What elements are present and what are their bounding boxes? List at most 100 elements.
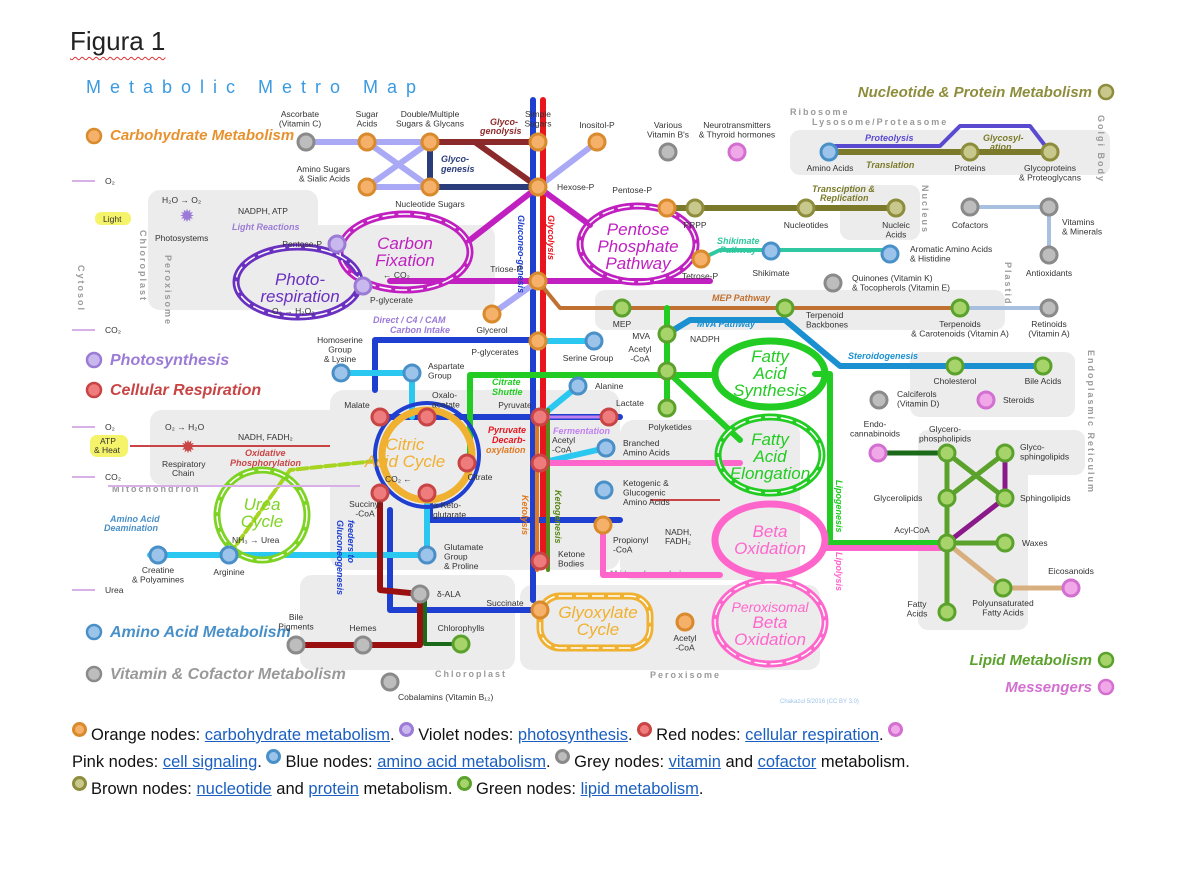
node-label-calciferols-vitamin-d: (Vitamin D) [897,399,940,409]
node-succinate[interactable] [530,600,550,620]
node-calciferols-vitamin-d[interactable] [869,390,889,410]
compartment-peroxisome-2: Peroxisome [650,670,721,680]
node-label-homoserine-group-lysine: & Lysine [324,354,357,364]
node-double-multiple-sugars-glycans[interactable] [420,132,440,152]
link-vitamin[interactable]: vitamin [668,753,721,771]
node-terpenoid-backbones[interactable] [775,298,795,318]
node-ketogenic-glucogenic-amino-acids[interactable] [594,480,614,500]
node-cobalamins-vitamin-b[interactable] [380,672,400,692]
node-retinoids-vitamin-a[interactable] [1039,298,1059,318]
node-creatine-polyamines[interactable] [148,545,168,565]
node-polyketides[interactable] [657,398,677,418]
node-eicosanoids[interactable] [1061,578,1081,598]
node-fatty-acids[interactable] [937,602,957,622]
link-photosynthesis[interactable]: photosynthesis [517,726,628,744]
node-ala[interactable] [410,584,430,604]
node-bile-acids[interactable] [1033,356,1053,376]
node-pyruvate[interactable] [530,407,550,427]
node-label-acetyl-coa: -CoA [552,445,572,455]
fa-elong-label-2: Acid [752,447,787,466]
link-protein[interactable]: protein [308,780,359,798]
link-carbohydrate[interactable]: carbohydrate metabolism [204,726,391,744]
node-acetyl-coa[interactable] [530,453,550,473]
node-simple-sugars[interactable] [528,132,548,152]
node-pentose-p[interactable] [327,234,347,254]
node-steroids[interactable] [976,390,996,410]
node-glycerol[interactable] [482,304,502,324]
node-inositol-p[interactable] [587,132,607,152]
node-various-vitamin-b-s[interactable] [658,142,678,162]
link-lipid[interactable]: lipid metabolism [580,780,699,798]
node-oxalo-acetate[interactable] [417,407,437,427]
node-acetyl-coa[interactable] [657,361,677,381]
node-chlorophylls[interactable] [451,634,471,654]
node-arginine[interactable] [219,545,239,565]
node-glycoproteins-proteoglycans[interactable] [1040,142,1060,162]
node-quinones-vitamin-k-tocopherols-vitamin-e[interactable] [823,273,843,293]
link-amino-acid[interactable]: amino acid metabolism [377,753,546,771]
node-p-glycerate[interactable] [353,276,373,296]
node-terpenoids-carotenoids-vitamin-a[interactable] [950,298,970,318]
node-nucleotide-sugars[interactable] [420,177,440,197]
node-ketone-bodies[interactable] [530,551,550,571]
node-glycerolipids[interactable] [937,488,957,508]
node-cofactors[interactable] [960,197,980,217]
node-sphingolipids[interactable] [995,488,1015,508]
node-neurotransmitters-thyroid-hormones[interactable] [727,142,747,162]
link-cell-signaling[interactable]: cell signaling [162,753,258,771]
node-malate[interactable] [370,407,390,427]
perox-label-3: Oxidation [734,630,806,649]
node-p-glycerates[interactable] [528,331,548,351]
node-aromatic-amino-acids-histidine[interactable] [880,244,900,264]
nadh-fadh2-1: NADH, [665,527,691,537]
node-mva[interactable] [657,324,677,344]
carbon-fixation-label-2: Fixation [375,251,435,270]
node-glyco-sphingolipids[interactable] [995,443,1015,463]
node-glutamate-group-proline[interactable] [417,545,437,565]
node-pentose-p[interactable] [657,198,677,218]
link-nucleotide[interactable]: nucleotide [196,780,272,798]
node-ascorbate-vitamin-c[interactable] [296,132,316,152]
node-amino-acids[interactable] [819,142,839,162]
node-antioxidants[interactable] [1039,245,1059,265]
node-keto-glutarate[interactable] [417,483,437,503]
node-glycero-phospholipids[interactable] [937,443,957,463]
node-amino-sugars-sialic-acids[interactable] [357,177,377,197]
node-serine-group[interactable] [584,331,604,351]
node-nucleotides[interactable] [796,198,816,218]
node-acetyl-coa[interactable] [675,612,695,632]
node-aspartate-group[interactable] [402,363,422,383]
node-citrate[interactable] [457,453,477,473]
node-lactate[interactable] [599,407,619,427]
node-propionyl-coa[interactable] [593,515,613,535]
node-nucleic-acids[interactable] [886,198,906,218]
node-label-double-multiple-sugars-glycans: Sugars & Glycans [396,119,464,129]
node-polyunsaturated-fatty-acids[interactable] [993,578,1013,598]
citrate-shuttle-label-2: Shuttle [492,387,523,397]
node-tetrose-p[interactable] [691,249,711,269]
lipid-legend-icon [1097,651,1115,669]
node-shikimate[interactable] [761,241,781,261]
node-acyl-coa[interactable] [937,533,957,553]
node-hexose-p[interactable] [528,177,548,197]
node-waxes[interactable] [995,533,1015,553]
node-endo-cannabinoids[interactable] [868,443,888,463]
link-respiration[interactable]: cellular respiration [745,726,880,744]
node-mep[interactable] [612,298,632,318]
node-cholesterol[interactable] [945,356,965,376]
resp-chain-1: Respiratory [162,459,206,469]
node-bile-pigments[interactable] [286,635,306,655]
node-vitamins-minerals[interactable] [1039,197,1059,217]
node-hemes[interactable] [353,635,373,655]
link-cofactor[interactable]: cofactor [757,753,817,771]
node-homoserine-group-lysine[interactable] [331,363,351,383]
node-triose-p[interactable] [528,271,548,291]
node-succinyl-coa[interactable] [370,483,390,503]
node-proteins[interactable] [960,142,980,162]
urea-out: Urea [105,585,124,595]
node-alanine[interactable] [568,376,588,396]
transcription-label: Transciption & [812,184,875,194]
node-sugar-acids[interactable] [357,132,377,152]
node-prpp[interactable] [685,198,705,218]
node-branched-amino-acids[interactable] [596,438,616,458]
